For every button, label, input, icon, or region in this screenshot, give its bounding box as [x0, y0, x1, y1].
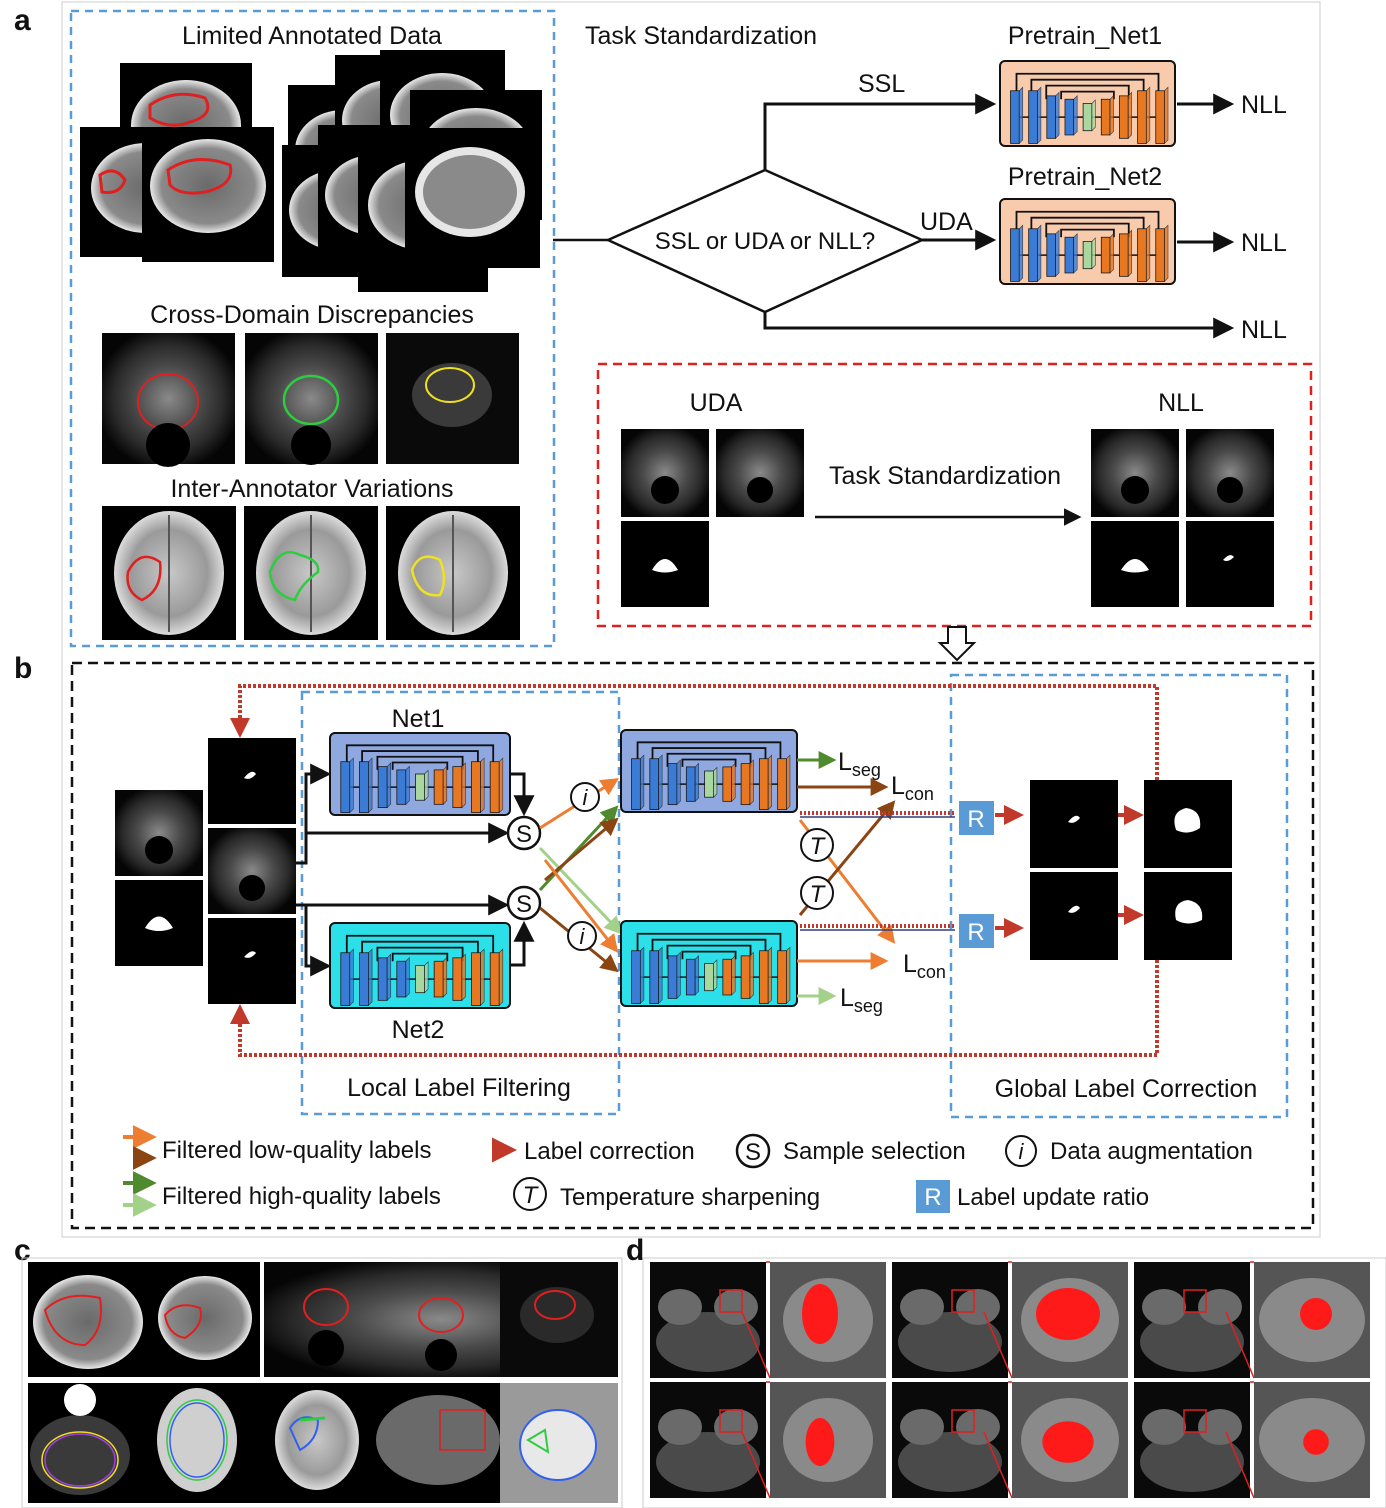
legend-sample-selection: Sample selection — [783, 1138, 966, 1165]
example-box — [596, 362, 1313, 628]
net1-second-box — [620, 729, 798, 813]
limited-data-title: Limited Annotated Data — [182, 22, 442, 50]
branch-ssl-label: SSL — [858, 70, 905, 98]
svg-text:T: T — [523, 1182, 540, 1209]
panel-letter-b: b — [14, 652, 32, 685]
panel-c-images — [21, 1257, 623, 1508]
sample-selection-2: S — [506, 885, 542, 921]
task-standardization-title: Task Standardization — [585, 22, 817, 50]
s1-high-to-net2b — [538, 846, 623, 935]
net1-to-s1 — [510, 772, 535, 817]
global-correction-label: Global Label Correction — [995, 1075, 1258, 1103]
example-nll-images — [1091, 429, 1274, 607]
brain-slices — [102, 506, 520, 640]
s2-low-to-net1b — [544, 817, 619, 882]
sample-selection-1: S — [506, 815, 542, 851]
example-arrow-label: Task Standardization — [829, 462, 1061, 490]
panel-letter-c: c — [14, 1234, 31, 1267]
augmentation-1: i — [570, 782, 600, 812]
example-uda-images — [621, 429, 804, 607]
local-filtering-label: Local Label Filtering — [347, 1074, 571, 1102]
input-to-net1 — [296, 763, 332, 865]
legend: Filtered low-quality labels Filtered hig… — [123, 1125, 1253, 1217]
liver-slices-unannotated — [282, 50, 542, 292]
example-uda-title: UDA — [690, 389, 743, 417]
legend-data-augmentation: Data augmentation — [1050, 1138, 1253, 1165]
lcon-bottom: Lcon — [903, 950, 946, 982]
svg-text:S: S — [745, 1139, 761, 1166]
lseg-bottom: Lseg — [840, 984, 883, 1016]
ssl-branch-arrow — [763, 93, 997, 170]
svg-text:i: i — [1019, 1139, 1025, 1164]
net2-to-s2 — [510, 920, 535, 967]
example-nll-title: NLL — [1158, 389, 1204, 417]
branch-uda-label: UDA — [920, 208, 973, 236]
feedback-loop-bottom — [230, 960, 1159, 1057]
panel-letter-a: a — [14, 4, 31, 37]
pretrain-net2-label: Pretrain_Net2 — [1008, 163, 1162, 191]
input-to-net2 — [296, 903, 332, 977]
input-images — [115, 738, 296, 1004]
s1-low-to-net2b — [543, 859, 619, 953]
legend-low-quality: Filtered low-quality labels — [162, 1137, 431, 1164]
net1-label: Net1 — [392, 705, 445, 733]
net1-box — [329, 732, 511, 816]
data-challenges-box — [69, 9, 556, 648]
decision-label: SSL or UDA or NLL? — [655, 228, 876, 255]
lcon-top: Lcon — [891, 772, 934, 804]
net2-second-box — [620, 920, 798, 1007]
inter-annotator-title: Inter-Annotator Variations — [170, 475, 453, 503]
nll-output-1: NLL — [1241, 91, 1287, 119]
lseg-top: Lseg — [838, 748, 881, 780]
nll-branch-arrow — [763, 312, 1235, 339]
legend-update-ratio: Label update ratio — [957, 1184, 1149, 1211]
nll-output-3: NLL — [1241, 316, 1287, 344]
svg-text:i: i — [580, 924, 586, 949]
panel-d-images — [642, 1257, 1386, 1508]
legend-high-quality: Filtered high-quality labels — [162, 1183, 441, 1210]
svg-text:T: T — [810, 881, 827, 908]
legend-temperature: Temperature sharpening — [560, 1184, 820, 1211]
local-filtering-box — [300, 690, 621, 1116]
ratio-box-2: R — [959, 914, 994, 948]
svg-text:i: i — [583, 785, 589, 810]
pretrain-net1-label: Pretrain_Net1 — [1008, 22, 1162, 50]
global-correction-box — [949, 673, 1289, 1119]
temperature-2: T — [800, 876, 834, 910]
augmentation-2: i — [567, 921, 597, 951]
svg-text:S: S — [516, 891, 532, 918]
svg-text:T: T — [810, 833, 827, 860]
net2-box — [329, 922, 511, 1009]
prostate-slices — [102, 333, 519, 467]
svg-text:R: R — [924, 1184, 941, 1211]
ratio-box-1: R — [959, 801, 994, 835]
net2-label: Net2 — [392, 1016, 445, 1044]
nll-output-2: NLL — [1241, 229, 1287, 257]
hollow-down-arrow — [937, 626, 977, 662]
svg-text:R: R — [967, 919, 984, 946]
liver-slices-annotated — [80, 63, 274, 262]
pretrain-net2-box — [999, 198, 1176, 285]
corrected-masks — [1030, 780, 1232, 960]
outer-frame — [61, 1, 1321, 1238]
legend-label-correction: Label correction — [524, 1138, 695, 1165]
svg-text:S: S — [516, 821, 532, 848]
svg-text:R: R — [967, 806, 984, 833]
cross-domain-title: Cross-Domain Discrepancies — [150, 301, 474, 329]
correction-arrows — [800, 805, 1144, 938]
feedback-loop-top — [230, 684, 1159, 780]
framework-box — [70, 661, 1315, 1230]
temperature-1: T — [800, 828, 834, 862]
panel-letter-d: d — [626, 1234, 644, 1267]
pretrain-net1-box — [999, 60, 1176, 147]
